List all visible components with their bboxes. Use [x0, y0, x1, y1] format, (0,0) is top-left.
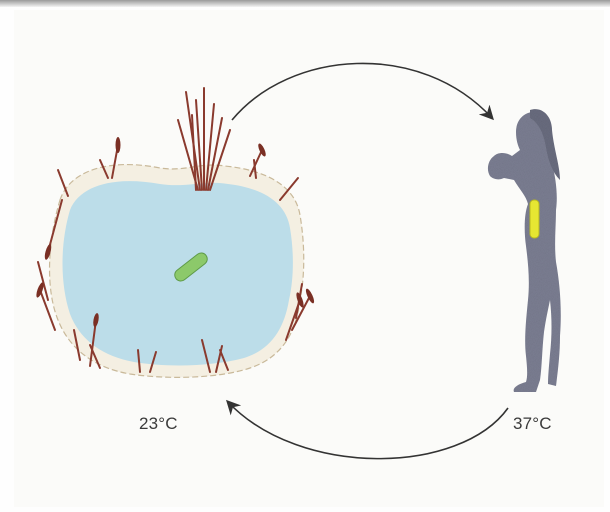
pond-temperature-label: 23°C: [139, 414, 178, 434]
arrow-to-pond: [228, 402, 508, 459]
human-temperature-label: 37°C: [513, 414, 552, 434]
arrow-to-human: [232, 63, 492, 120]
human-silhouette-icon: [488, 109, 561, 392]
pond-icon: [35, 88, 316, 377]
bacterium-icon: [530, 200, 539, 238]
